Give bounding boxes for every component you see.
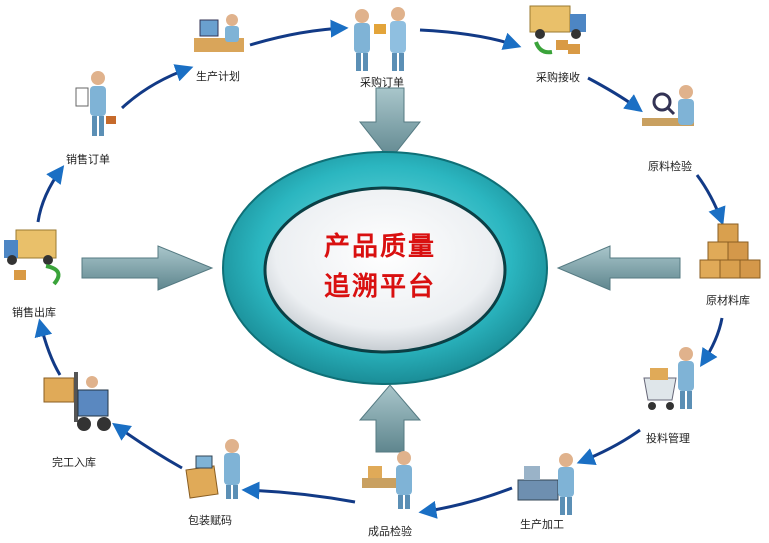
arrow-sales-order-to-production-plan [120, 64, 194, 110]
arrow-sales-outbound-to-sales-order [36, 165, 65, 223]
big-arrow-from-right [556, 245, 681, 291]
delivery-truck-icon [529, 5, 586, 55]
big-arrow-from-bottom [358, 384, 422, 453]
person-at-desk-icon [194, 14, 244, 52]
forklift-icon [43, 372, 111, 431]
boxes-stack-icon [699, 223, 761, 279]
worker-at-machine-icon [517, 453, 574, 515]
arrow-processing-to-finished-inspection [418, 486, 513, 519]
label-production-processing: 生产加工 [520, 518, 564, 531]
arrow-feeding-to-processing [576, 428, 641, 466]
label-completion-warehousing: 完工入库 [52, 456, 96, 469]
shopping-cart-worker-icon [643, 347, 694, 410]
center-title-line1: 产品质量 [323, 232, 436, 262]
delivery-truck-icon [4, 229, 61, 286]
arrow-finished-inspection-to-packaging [241, 481, 356, 504]
label-purchase-receipt: 采购接收 [536, 71, 580, 84]
cycle-arrows [34, 19, 726, 519]
inspection-worker-icon [362, 451, 412, 509]
label-sales-order: 销售订单 [66, 153, 110, 166]
center-arrows [81, 87, 681, 453]
label-material-feeding: 投料管理 [646, 432, 690, 445]
arrow-production-plan-to-purchase-order [249, 19, 349, 47]
two-people-handshake-icon [354, 7, 406, 71]
center-platform [222, 151, 548, 385]
label-purchase-order: 采购订单 [360, 76, 404, 89]
arrow-packaging-to-warehousing [112, 422, 183, 470]
center-title-line2: 追溯平台 [323, 272, 436, 302]
label-finished-inspection: 成品检验 [368, 525, 412, 538]
label-raw-material-warehouse: 原材料库 [706, 294, 750, 307]
arrow-inspection-to-warehouse [695, 174, 726, 226]
arrow-warehousing-to-sales-outbound [34, 318, 62, 376]
label-sales-outbound: 销售出库 [12, 306, 56, 319]
person-with-paper-icon [75, 71, 116, 136]
arrow-purchase-order-to-purchase-receipt [419, 28, 522, 50]
packer-with-box-icon [185, 439, 240, 499]
inspection-magnifier-icon [642, 85, 694, 126]
arrow-purchase-receipt-to-inspection [587, 76, 643, 113]
big-arrow-from-left [81, 245, 214, 291]
label-production-plan: 生产计划 [196, 70, 240, 83]
big-arrow-from-top [358, 87, 422, 161]
arrow-warehouse-to-feeding [700, 317, 724, 367]
label-raw-material-inspection: 原料检验 [648, 160, 692, 173]
label-packaging-coding: 包装赋码 [188, 514, 232, 527]
